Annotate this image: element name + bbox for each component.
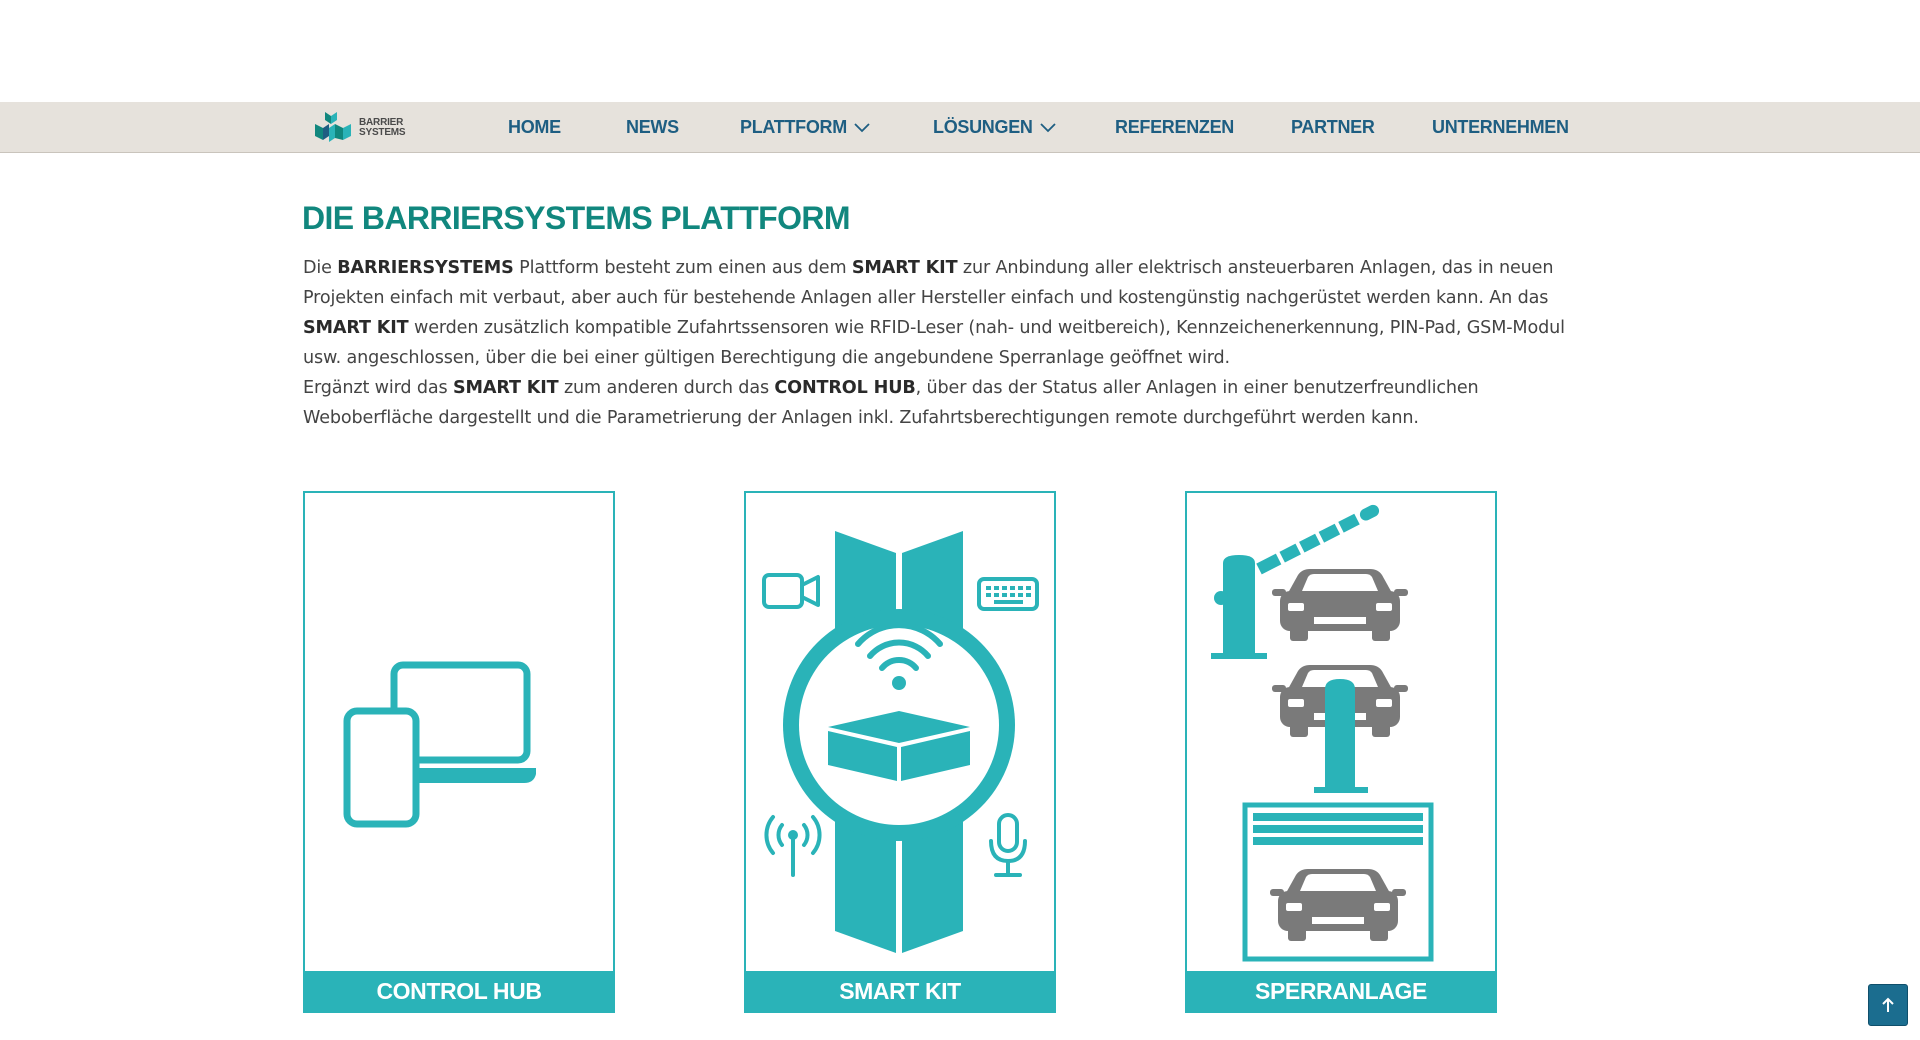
camera-icon: [762, 573, 820, 609]
microphone-icon: [989, 813, 1027, 877]
brand-line1: BARRIER: [359, 117, 404, 128]
nav-home[interactable]: HOME: [508, 102, 561, 152]
keyboard-icon: [977, 577, 1039, 611]
barriersystems-logo-icon: [315, 112, 351, 142]
nav-referenzen[interactable]: REFERENZEN: [1115, 102, 1234, 152]
text-bold: SMART KIT: [303, 318, 409, 338]
text-run: zum anderen durch das: [558, 378, 775, 398]
nav-partner-label: PARTNER: [1291, 116, 1375, 137]
intro-paragraph-2: Ergänzt wird das SMART KIT zum anderen d…: [303, 373, 1603, 433]
main-navbar: BARRIER SYSTEMS HOME NEWS PLATTFORM LÖSU…: [0, 102, 1920, 153]
text-bold: BARRIERSYSTEMS: [337, 258, 514, 278]
nav-loesungen-label: LÖSUNGEN: [933, 116, 1033, 137]
text-run: Ergänzt wird das: [303, 378, 453, 398]
nav-loesungen[interactable]: LÖSUNGEN: [933, 102, 1057, 152]
nav-unternehmen-label: UNTERNEHMEN: [1432, 116, 1569, 137]
nav-plattform-label: PLATTFORM: [740, 116, 847, 137]
brand-logo[interactable]: BARRIER SYSTEMS: [311, 110, 421, 146]
devices-icon: [343, 661, 536, 828]
page-title: DIE BARRIERSYSTEMS PLATTFORM: [302, 200, 851, 236]
chevron-down-icon: [854, 123, 870, 133]
brand-line2: SYSTEMS: [359, 127, 406, 138]
card-sperranlage[interactable]: SPERRANLAGE: [1185, 491, 1497, 1013]
barrier-icon: [1211, 504, 1434, 962]
nav-unternehmen[interactable]: UNTERNEHMEN: [1432, 102, 1569, 152]
smart-kit-icon: [762, 531, 1039, 953]
text-bold: SMART KIT: [453, 378, 559, 398]
text-run: zur Anbindung aller elektrisch ansteuerb…: [303, 258, 1554, 308]
nav-partner[interactable]: PARTNER: [1291, 102, 1375, 152]
card-sperranlage-label: SPERRANLAGE: [1187, 971, 1495, 1011]
nav-home-label: HOME: [508, 116, 561, 137]
text-bold: SMART KIT: [851, 258, 958, 278]
text-run: werden zusätzlich kompatible Zufahrtssen…: [303, 318, 1565, 368]
nav-plattform[interactable]: PLATTFORM: [740, 102, 871, 152]
text-bold: CONTROL HUB: [774, 378, 916, 398]
intro-paragraph-1: Die BARRIERSYSTEMS Plattform besteht zum…: [303, 253, 1603, 373]
text-run: Plattform besteht zum einen aus dem: [513, 258, 852, 278]
card-smart-kit[interactable]: SMART KIT: [744, 491, 1056, 1013]
chevron-down-icon: [1039, 123, 1056, 133]
nav-referenzen-label: REFERENZEN: [1115, 116, 1235, 137]
arrow-up-icon: [1882, 997, 1894, 1012]
card-control-hub[interactable]: CONTROL HUB: [303, 491, 615, 1013]
nav-news[interactable]: NEWS: [626, 102, 679, 152]
text-run: , über das der Status aller Anlagen in e…: [303, 378, 1479, 428]
antenna-icon: [764, 815, 822, 877]
intro-text: Die BARRIERSYSTEMS Plattform besteht zum…: [303, 253, 1603, 433]
scroll-to-top-button[interactable]: [1868, 984, 1908, 1026]
brand-wordmark: BARRIER SYSTEMS: [359, 117, 406, 138]
card-control-hub-label: CONTROL HUB: [305, 971, 613, 1011]
nav-news-label: NEWS: [626, 116, 679, 137]
card-smart-kit-label: SMART KIT: [746, 971, 1054, 1011]
text-run: Die: [303, 258, 338, 278]
